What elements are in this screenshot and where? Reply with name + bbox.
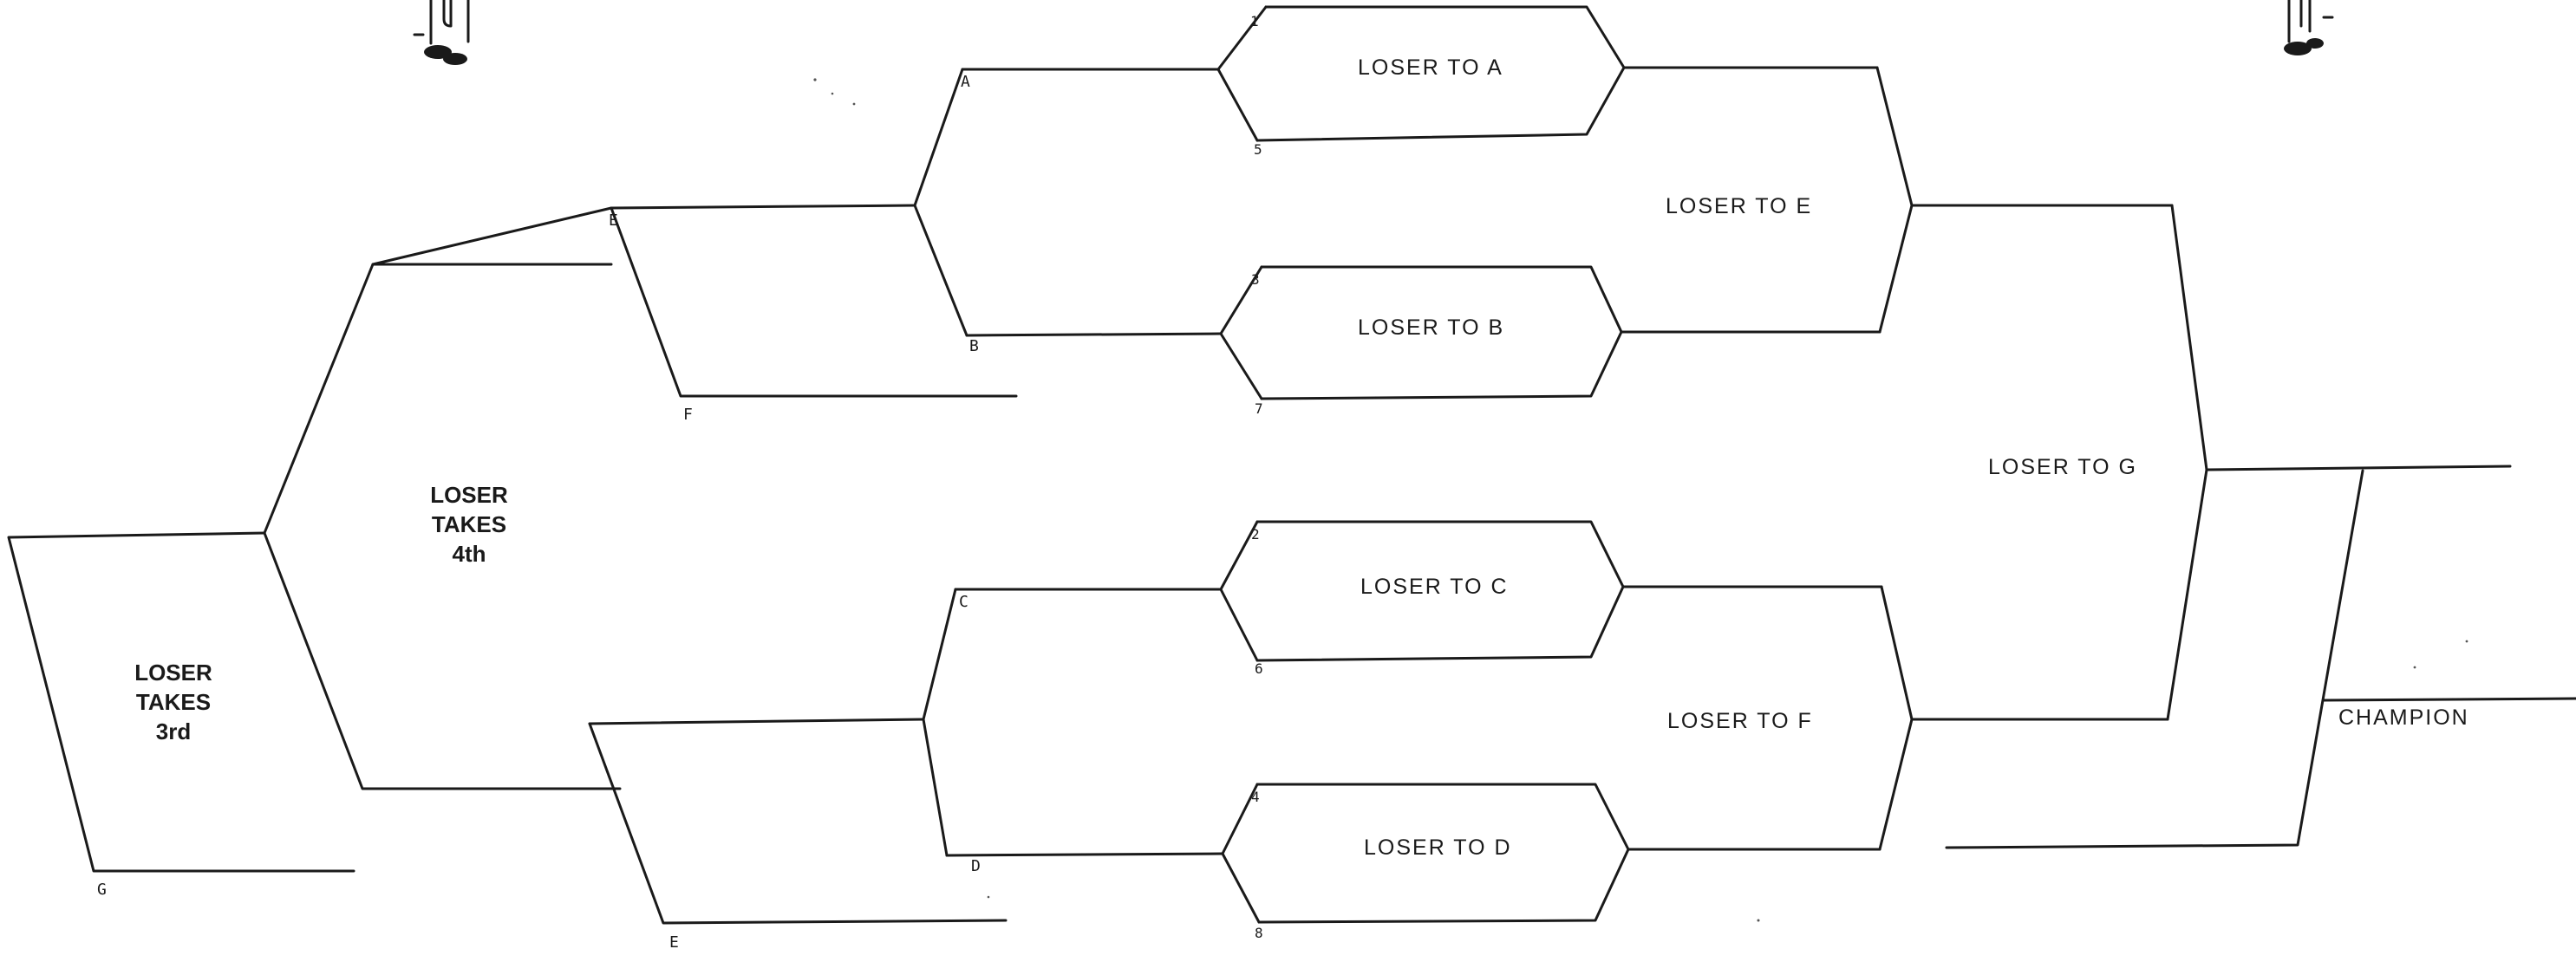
seed-number: 5 (1254, 141, 1262, 158)
fourth-place-line: 4th (453, 541, 486, 567)
third-place-note: LOSER TAKES 3rd (134, 660, 212, 744)
slot-label-b: B (969, 337, 979, 355)
fourth-place-line: LOSER (430, 482, 508, 508)
seed-number: 1 (1250, 13, 1259, 29)
fourth-place-note: LOSER TAKES 4th (430, 482, 508, 567)
seed-number: 3 (1251, 271, 1260, 288)
champion-label: CHAMPION (2338, 705, 2469, 730)
third-place-line: TAKES (136, 689, 211, 715)
consolation-c-d (590, 589, 1006, 923)
semifinal-bottom (1880, 587, 2168, 849)
loser-to-e-label: LOSER TO E (1666, 194, 1812, 218)
loser-to-b-label: LOSER TO B (1358, 315, 1504, 340)
seed-number: 8 (1255, 925, 1263, 941)
third-place-line: LOSER (134, 660, 212, 686)
slot-label-f: F (683, 406, 693, 424)
slot-label-g: G (97, 881, 107, 899)
final-match (1947, 205, 2576, 848)
seed-number: 4 (1251, 789, 1260, 805)
slot-label-a: A (961, 73, 970, 91)
slot-label-e-bottom: E (669, 933, 679, 952)
slot-label-d: D (971, 857, 981, 875)
seed-number: 6 (1255, 660, 1263, 677)
loser-to-g-label: LOSER TO G (1988, 455, 2137, 479)
figure-feet-left-icon (414, 0, 468, 65)
scan-specks (813, 78, 2468, 921)
third-place-line: 3rd (156, 718, 191, 744)
seed-number: 7 (1255, 400, 1263, 417)
consolation-a-b (611, 69, 1016, 396)
slot-label-e-top: E (609, 211, 618, 230)
loser-to-d-label: LOSER TO D (1364, 835, 1512, 860)
seed-number: 2 (1251, 526, 1260, 543)
loser-to-a-label: LOSER TO A (1358, 55, 1503, 80)
loser-to-c-label: LOSER TO C (1360, 575, 1509, 599)
fourth-place-line: TAKES (432, 511, 506, 537)
figure-feet-right-icon (2284, 0, 2332, 55)
loser-to-f-label: LOSER TO F (1667, 709, 1813, 733)
slot-label-c: C (959, 593, 968, 611)
semifinal-top (1877, 68, 2172, 332)
